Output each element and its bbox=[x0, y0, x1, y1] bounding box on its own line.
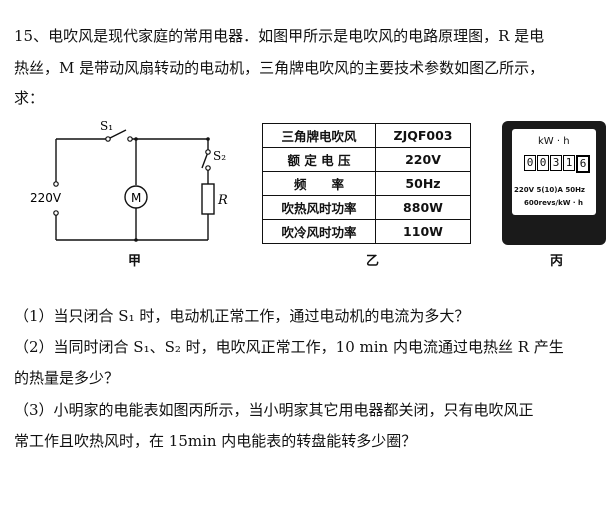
caption-jia: 甲 bbox=[128, 254, 142, 269]
part-2-line-2: 的热量是多少？ bbox=[14, 369, 120, 387]
part-1: （1）当只闭合 S₁ 时，电动机正常工作，通过电动机的电流为多大？ bbox=[14, 307, 470, 325]
question-line-2: 热丝，M 是带动风扇转动的电动机，三角牌电吹风的主要技术参数如图乙所示， bbox=[14, 59, 545, 77]
meter-spec-revs: 600revs/kW · h bbox=[524, 199, 583, 207]
spec-key: 频 率 bbox=[262, 171, 376, 196]
spec-value: 110W bbox=[375, 219, 471, 244]
meter-digit: 0 bbox=[524, 155, 536, 171]
spec-table-wrapper: 三角牌电吹风 ZJQF003 额 定 电 压 220V 频 率 50Hz 吹热风… bbox=[262, 123, 471, 244]
table-row: 频 率 50Hz bbox=[262, 171, 471, 196]
meter-face: kW · h 0 0 3 1 6 220V 5(10)A 50Hz 600rev… bbox=[512, 129, 596, 215]
meter-digits: 0 0 3 1 6 bbox=[524, 155, 591, 173]
question-line-3: 求： bbox=[14, 89, 45, 107]
question-line-1: 15、电吹风是现代家庭的常用电器．如图甲所示是电吹风的电路原理图，R 是电 bbox=[14, 27, 545, 45]
switch-s2-label: S₂ bbox=[213, 149, 226, 163]
part-3-line-1: （3）小明家的电能表如图丙所示，当小明家其它用电器都关闭，只有电吹风正 bbox=[14, 401, 534, 419]
part-2-line-1: （2）当同时闭合 S₁、S₂ 时，电吹风正常工作，10 min 内电流通过电热丝… bbox=[14, 338, 564, 356]
table-row: 吹冷风时功率 110W bbox=[262, 219, 471, 244]
spec-value: 220V bbox=[375, 147, 471, 172]
spec-key: 吹冷风时功率 bbox=[262, 219, 376, 244]
caption-yi: 乙 bbox=[366, 254, 380, 269]
meter-unit: kW · h bbox=[538, 136, 570, 147]
voltage-label: 220V bbox=[30, 191, 62, 205]
meter-digit: 0 bbox=[537, 155, 549, 171]
spec-value: 880W bbox=[375, 195, 471, 220]
spec-value: 50Hz bbox=[375, 171, 471, 196]
circuit-diagram: S₁ S₂ 220V M R bbox=[30, 119, 228, 242]
electric-meter: kW · h 0 0 3 1 6 220V 5(10)A 50Hz 600rev… bbox=[502, 121, 606, 245]
spec-key: 吹热风时功率 bbox=[262, 195, 376, 220]
caption-bing: 丙 bbox=[550, 254, 564, 269]
spec-table: 三角牌电吹风 ZJQF003 额 定 电 压 220V 频 率 50Hz 吹热风… bbox=[262, 123, 471, 244]
part-3-line-2: 常工作且吹热风时，在 15min 内电能表的转盘能转多少圈？ bbox=[14, 432, 417, 450]
switch-s1-label: S₁ bbox=[100, 119, 113, 133]
meter-digit: 3 bbox=[550, 155, 562, 171]
meter-digit-decimal: 6 bbox=[576, 155, 590, 173]
table-row: 额 定 电 压 220V bbox=[262, 147, 471, 172]
table-row: 三角牌电吹风 ZJQF003 bbox=[262, 123, 471, 148]
motor-label: M bbox=[131, 191, 141, 205]
spec-key: 额 定 电 压 bbox=[262, 147, 376, 172]
resistor-label: R bbox=[217, 193, 228, 208]
meter-digit: 1 bbox=[563, 155, 575, 171]
table-row: 吹热风时功率 880W bbox=[262, 195, 471, 220]
spec-value: ZJQF003 bbox=[375, 123, 471, 148]
spec-key: 三角牌电吹风 bbox=[262, 123, 376, 148]
meter-spec-rating: 220V 5(10)A 50Hz bbox=[514, 186, 586, 194]
